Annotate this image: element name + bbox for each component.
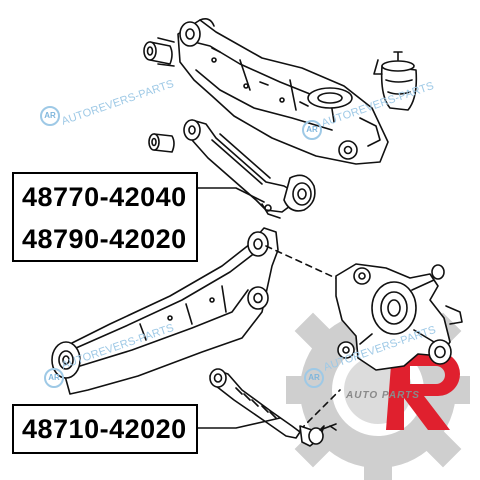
- bushing-middle: [148, 133, 175, 153]
- brand-tagline: AUTO PARTS: [346, 390, 420, 401]
- part-number-48790: 48790-42020: [22, 224, 187, 254]
- toe-link: [209, 368, 337, 447]
- upper-control-arm: [177, 18, 389, 165]
- watermark-logo-3: AR: [44, 368, 64, 388]
- knuckle: [335, 263, 463, 371]
- bushing-top: [143, 37, 175, 67]
- part-number-48710: 48710-42020: [22, 414, 187, 444]
- leader-line-lateral: [195, 187, 265, 203]
- part-number-48770: 48770-42040: [22, 182, 187, 212]
- brand-letter-r: [386, 352, 460, 430]
- part-number-box-lateral-link: 48770-42040 48790-42020: [12, 172, 198, 262]
- lower-control-arm: [51, 227, 279, 395]
- bump-stop: [373, 51, 418, 111]
- part-number-box-toe-link: 48710-42020: [12, 404, 198, 454]
- alignment-line: [265, 245, 341, 281]
- watermark-logo-2: AR: [302, 120, 322, 140]
- watermark-logo-1: AR: [40, 106, 60, 126]
- leader-line-toe: [195, 417, 281, 429]
- alignment-line-lower: [299, 389, 341, 431]
- watermark-logo-4: AR: [304, 368, 324, 388]
- lateral-link: [183, 119, 316, 219]
